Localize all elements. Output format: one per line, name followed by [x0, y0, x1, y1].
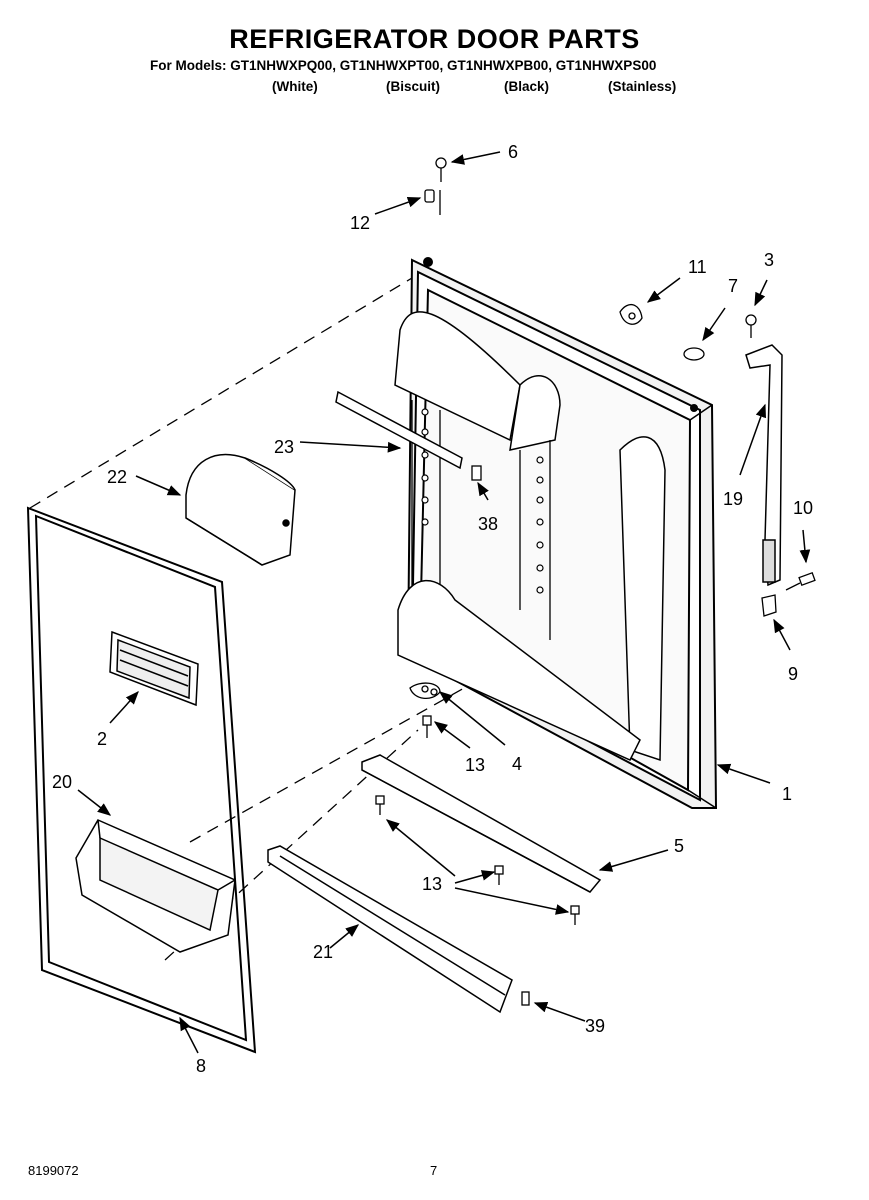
callout-19: 19 — [723, 489, 743, 509]
bracket-screws — [375, 795, 580, 925]
hinge-plug — [683, 347, 705, 361]
utility-compartment — [109, 630, 199, 707]
callout-1: 1 — [782, 784, 792, 804]
callout-3: 3 — [764, 250, 774, 270]
callout-22: 22 — [107, 467, 127, 487]
variant-black: (Black) — [504, 79, 550, 94]
callout-39: 39 — [585, 1016, 605, 1036]
callout-10: 10 — [793, 498, 813, 518]
variant-white: (White) — [272, 79, 318, 94]
callout-8: 8 — [196, 1056, 206, 1076]
page-number: 7 — [430, 1163, 438, 1178]
door-handle — [745, 344, 783, 587]
callout-12: 12 — [350, 213, 370, 233]
door-assembly — [394, 257, 718, 809]
callout-13-hinge: 13 — [465, 755, 485, 775]
handle-screw — [745, 314, 757, 338]
doc-number: 8199072 — [28, 1163, 79, 1178]
callout-23: 23 — [274, 437, 294, 457]
door-trim — [335, 390, 463, 470]
variant-stainless: (Stainless) — [608, 79, 677, 94]
handle-screw-lower — [785, 572, 816, 591]
hinge-screw-lower — [422, 715, 432, 738]
bottom-bracket — [361, 754, 602, 893]
callout-9: 9 — [788, 664, 798, 684]
callout-4: 4 — [512, 754, 522, 774]
hinge-cam — [619, 304, 643, 325]
page-title: REFRIGERATOR DOOR PARTS — [229, 24, 640, 54]
dairy-door — [185, 453, 296, 566]
hinge-bushing — [424, 189, 441, 215]
callout-13-bracket: 13 — [422, 874, 442, 894]
handle-bracket — [761, 594, 777, 617]
door-gasket — [26, 506, 257, 1054]
callout-5: 5 — [674, 836, 684, 856]
callout-21: 21 — [313, 942, 333, 962]
callout-2: 2 — [97, 729, 107, 749]
hinge-screw — [435, 157, 447, 182]
trim-end-clip — [521, 991, 530, 1006]
leader-arrows — [77, 151, 811, 1054]
callout-11: 11 — [688, 257, 707, 277]
callout-6: 6 — [508, 142, 518, 162]
bottom-trim — [267, 845, 513, 1014]
door-bin — [75, 819, 236, 953]
callout-38: 38 — [478, 514, 498, 534]
trim-clip — [471, 465, 482, 481]
callout-20: 20 — [52, 772, 72, 792]
lower-hinge — [409, 682, 441, 699]
callout-labels: 1 2 3 4 5 6 7 8 9 10 11 12 13 13 13 19 2… — [52, 142, 813, 1076]
models-line: For Models: GT1NHWXPQ00, GT1NHWXPT00, GT… — [150, 58, 657, 73]
variant-biscuit: (Biscuit) — [386, 79, 440, 94]
callout-7: 7 — [728, 276, 738, 296]
